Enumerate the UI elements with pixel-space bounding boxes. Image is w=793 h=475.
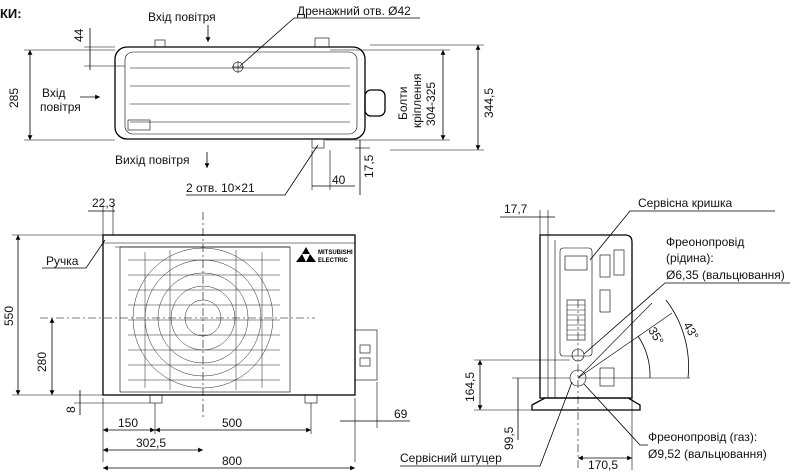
dim-800: 800 (222, 454, 242, 468)
corner-label: КИ: (0, 6, 22, 21)
gas-pipe-label-1: Фреонопровід (газ): (648, 430, 757, 444)
dim-40: 40 (332, 173, 346, 187)
side-unit-body (539, 234, 633, 399)
brand-text-1: MITSUBISHI (318, 250, 353, 256)
service-cover-label: Сервісна кришка (638, 196, 732, 210)
side-base (531, 397, 641, 411)
gas-pipe-label-2: Ø9,52 (вальцювання) (648, 447, 767, 461)
angle-35: 35° (645, 325, 666, 348)
front-unit-body (102, 234, 356, 396)
handle-label: Ручка (46, 254, 79, 268)
dim-302-5: 302,5 (136, 436, 166, 450)
dim-170-5: 170,5 (588, 458, 618, 472)
dim-500: 500 (222, 416, 242, 430)
dim-8: 8 (64, 406, 78, 413)
dim-17-5: 17,5 (362, 154, 376, 178)
front-view: MITSUBISHI ELECTRIC 22,3 Ручка 550 280 8 (2, 196, 410, 471)
top-label-plate (127, 119, 151, 131)
dim-164-5: 164,5 (463, 372, 477, 402)
dim-69: 69 (394, 407, 408, 421)
fan-grille (128, 247, 280, 390)
dim-99-5: 99,5 (502, 426, 516, 450)
top-unit-body (114, 46, 366, 140)
side-view: 17,7 Сервісна кришка Фреонопровід (рідин… (400, 196, 790, 472)
air-out-label: Вихід повітря (115, 153, 189, 167)
side-service-panel (559, 247, 593, 357)
air-in-left-label-1: Вхід (42, 86, 66, 100)
valve-cover (364, 89, 386, 117)
dim-44: 44 (72, 28, 86, 42)
top-view: Вхід повітря Дренажний отв. Ø42 Вхід пов… (7, 4, 496, 196)
holes-label: 2 отв. 10×21 (186, 181, 255, 195)
liquid-pipe-label-2: (рідина): (666, 251, 714, 265)
bolts-label-1: Болти (396, 87, 410, 121)
mitsubishi-logo-icon (296, 247, 316, 262)
brand-text-2: ELECTRIC (318, 258, 349, 264)
bolts-label-3: 304-325 (424, 82, 438, 126)
bolts-label-2: кріплення (410, 73, 424, 128)
dim-550: 550 (2, 306, 16, 326)
dim-150: 150 (118, 416, 138, 430)
front-valve-cover (354, 329, 378, 381)
liquid-pipe-label-3: Ø6,35 (вальцювання) (666, 268, 785, 282)
air-in-top-label: Вхід повітря (148, 10, 216, 24)
dim-285: 285 (7, 88, 21, 108)
dim-344-5: 344,5 (482, 88, 496, 118)
dim-22-3: 22,3 (92, 196, 116, 210)
dim-17-7: 17,7 (504, 202, 528, 216)
angle-43: 43° (680, 320, 701, 343)
liquid-pipe-label-1: Фреонопровід (666, 235, 744, 249)
drain-hole-label: Дренажний отв. Ø42 (297, 4, 411, 18)
air-in-left-label-2: повітря (40, 100, 81, 114)
service-port-label: Сервісний штуцер (400, 451, 502, 465)
dim-280: 280 (35, 352, 49, 372)
